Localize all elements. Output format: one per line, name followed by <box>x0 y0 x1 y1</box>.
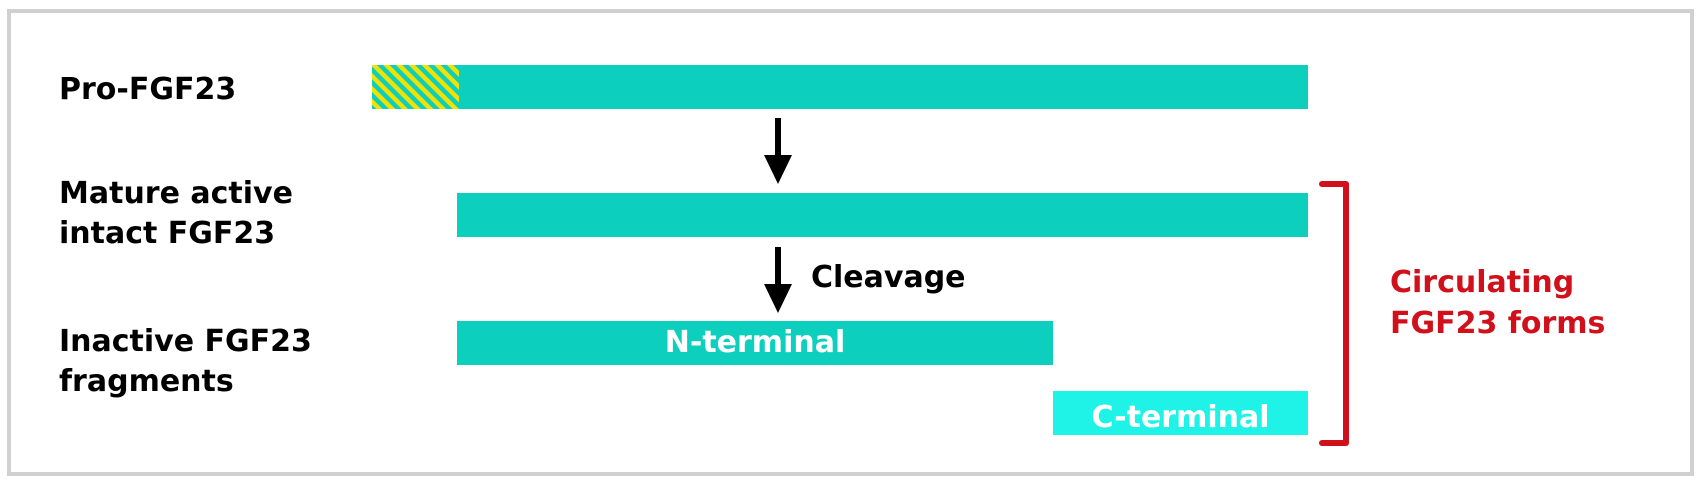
c-terminal-label: C-terminal <box>1091 400 1270 435</box>
down-arrow-icon <box>764 247 792 313</box>
label-inactive-fgf23-fragments: Inactive FGF23 fragments <box>59 324 312 399</box>
label-pro-fgf23: Pro-FGF23 <box>59 72 237 107</box>
c-terminal-bar <box>1053 391 1308 435</box>
n-terminal-label: N-terminal <box>664 325 846 360</box>
n-terminal-bar <box>457 321 1053 365</box>
mature-fgf23-bar <box>457 193 1308 237</box>
pro-fgf23-bar <box>459 65 1308 109</box>
down-arrow-icon <box>764 118 792 184</box>
label-mature-intact-fgf23: Mature active intact FGF23 <box>59 176 293 251</box>
cleavage-label: Cleavage <box>811 260 966 295</box>
right-bracket-icon <box>1319 181 1349 446</box>
circulating-forms-label: Circulating FGF23 forms <box>1390 265 1606 341</box>
signal-peptide-segment <box>372 65 459 109</box>
